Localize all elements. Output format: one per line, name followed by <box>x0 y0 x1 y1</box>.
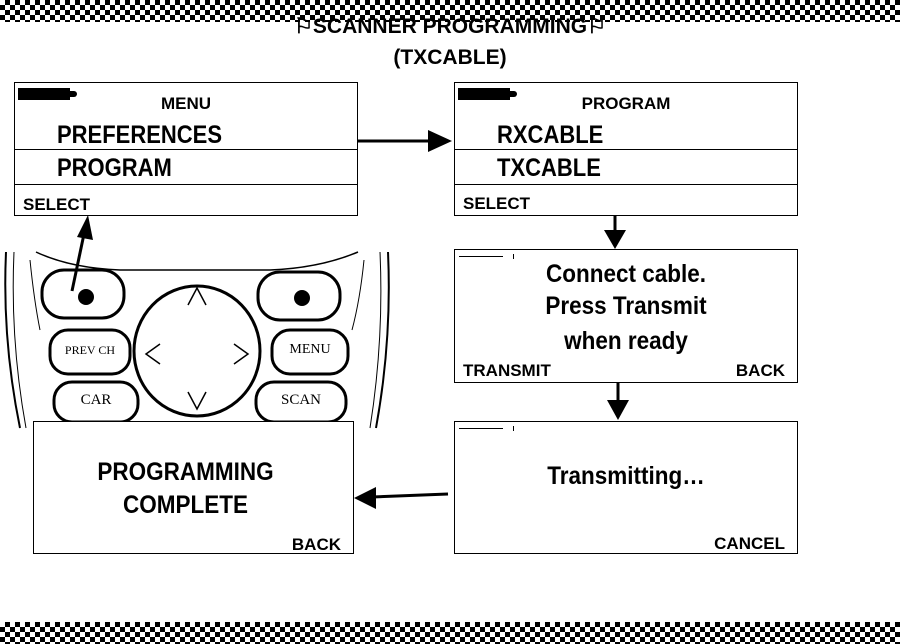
arrow-transmitting-to-complete <box>354 487 449 509</box>
program-item-txcable[interactable]: TXCABLE <box>497 154 601 182</box>
complete-line-2: COMPLETE <box>122 491 249 519</box>
page-title: ⚐SCANNER PROGRAMMING⚐ <box>294 15 606 38</box>
program-header: PROGRAM <box>581 94 671 113</box>
arrow-menu-to-program <box>358 130 452 152</box>
car-key-label: CAR <box>80 392 112 408</box>
program-screen: PROGRAM RXCABLE TXCABLE SELECT <box>454 82 798 216</box>
transmitting-screen: Transmitting… CANCEL <box>454 421 798 554</box>
program-item-rxcable[interactable]: RXCABLE <box>497 121 604 149</box>
divider <box>455 184 797 185</box>
transmit-softkey[interactable]: TRANSMIT <box>463 361 551 380</box>
complete-screen: PROGRAMMING COMPLETE BACK <box>33 421 354 554</box>
connect-screen: Connect cable. Press Transmit when ready… <box>454 249 798 383</box>
status-tick <box>513 254 514 259</box>
right-softkey-button <box>256 270 342 322</box>
menu-button <box>270 328 350 376</box>
status-tick <box>513 426 514 431</box>
complete-line-1: PROGRAMMING <box>97 458 274 486</box>
menu-item-preferences[interactable]: PREFERENCES <box>57 121 223 149</box>
up-arrow-icon <box>187 286 207 306</box>
prev-ch-button <box>48 328 132 376</box>
right-arrow-icon <box>233 343 250 365</box>
arrow-softkey-to-select <box>70 215 93 292</box>
menu-screen: MENU PREFERENCES PROGRAM SELECT <box>14 82 358 216</box>
select-softkey[interactable]: SELECT <box>463 194 531 213</box>
battery-icon <box>458 88 517 100</box>
page-subtitle: (TXCABLE) <box>393 46 507 69</box>
status-line <box>459 428 503 429</box>
menu-header: MENU <box>160 94 212 113</box>
down-arrow-icon <box>187 391 207 411</box>
menu-key-label: MENU <box>289 342 331 357</box>
connect-line-1: Connect cable. <box>545 260 707 288</box>
menu-item-program[interactable]: PROGRAM <box>57 154 172 182</box>
divider <box>15 184 357 185</box>
checkered-border-bottom <box>0 622 900 644</box>
arrow-connect-to-transmitting <box>607 383 629 420</box>
left-softkey-button <box>40 268 126 320</box>
cancel-softkey[interactable]: CANCEL <box>714 534 785 553</box>
prev-ch-key-label: PREV CH <box>64 343 116 357</box>
dpad <box>132 284 262 418</box>
battery-icon <box>18 88 77 100</box>
checkered-border-top <box>0 0 900 22</box>
back-softkey[interactable]: BACK <box>291 535 341 554</box>
divider <box>455 149 797 150</box>
status-line <box>459 256 503 257</box>
connect-line-3: when ready <box>564 327 688 355</box>
transmitting-text: Transmitting… <box>547 462 705 490</box>
divider <box>15 149 357 150</box>
connect-line-2: Press Transmit <box>545 292 707 320</box>
arrow-program-to-connect <box>604 216 626 249</box>
select-softkey[interactable]: SELECT <box>23 195 91 214</box>
scan-key-label: SCAN <box>280 392 321 408</box>
left-arrow-icon <box>144 343 161 365</box>
back-softkey[interactable]: BACK <box>735 361 785 380</box>
